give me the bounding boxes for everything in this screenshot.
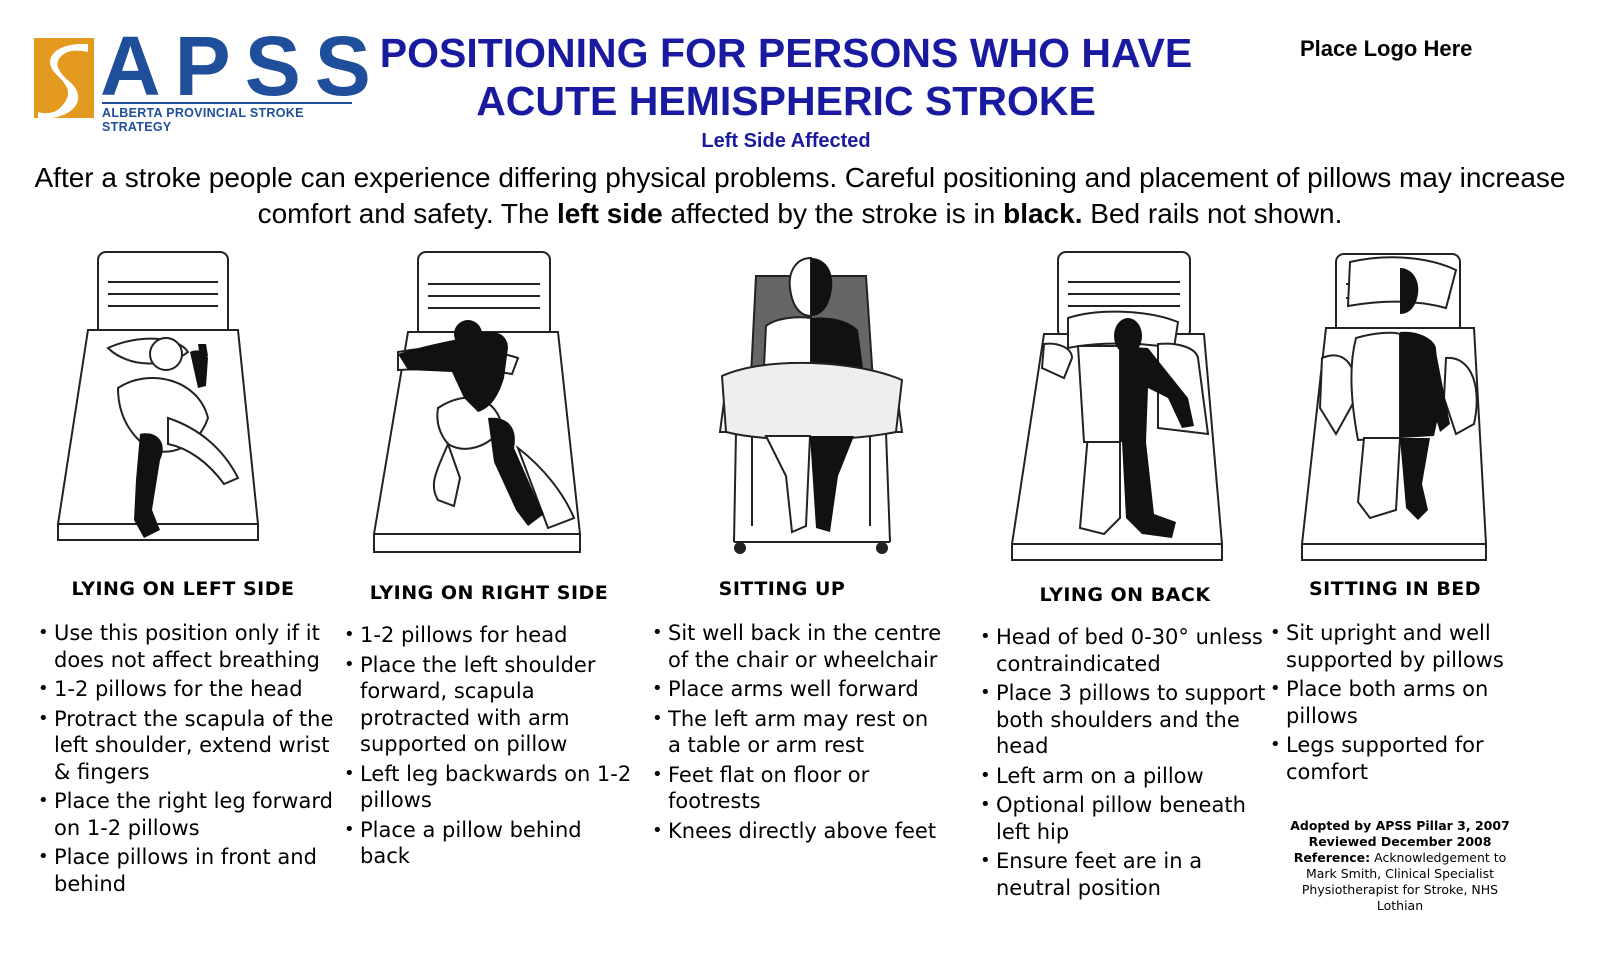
section-list: Head of bed 0-30° unless contraindicated… [980,624,1270,901]
bed-left-side-illustration-icon [56,251,260,541]
section-heading: LYING ON LEFT SIDE [71,578,295,600]
credits-reviewed: Reviewed December 2008 [1308,834,1492,849]
bed-right-side-illustration-icon [372,251,582,553]
intro-paragraph: After a stroke people can experience dif… [20,160,1580,232]
figure-sitting-up [706,256,916,556]
list-item: Place the left shoulder forward, scapula… [344,652,634,758]
page-title: POSITIONING FOR PERSONS WHO HAVE ACUTE H… [366,30,1206,154]
section-heading: SITTING UP [718,578,846,600]
title-line-2: ACUTE HEMISPHERIC STROKE [476,78,1096,124]
list-item: 1-2 pillows for head [344,622,634,649]
section-list: 1-2 pillows for head Place the left shou… [344,622,634,870]
list-item: Head of bed 0-30° unless contraindicated [980,624,1270,677]
list-item: Sit upright and well supported by pillow… [1270,620,1560,673]
list-item: Place 3 pillows to support both shoulder… [980,680,1270,760]
list-item: 1-2 pillows for the head [38,676,338,703]
list-item: Use this position only if it does not af… [38,620,338,673]
apss-s-mark-icon [34,38,94,118]
list-item: Optional pillow beneath left hip [980,792,1270,845]
section-sitting-in-bed: SITTING IN BED Sit upright and well supp… [1270,578,1560,788]
logo-rule [102,102,352,104]
list-item: Left leg backwards on 1-2 pillows [344,761,634,814]
credits-adopted: Adopted by APSS Pillar 3, 2007 [1290,818,1510,833]
list-item: Place both arms on pillows [1270,676,1560,729]
list-item: Feet flat on floor or footrests [652,762,942,815]
figure-lying-on-right-side [368,248,588,558]
section-lying-on-left-side: LYING ON LEFT SIDE Use this position onl… [38,578,338,900]
list-item: Sit well back in the centre of the chair… [652,620,942,673]
intro-text-2: affected by the stroke is in [662,198,1004,229]
list-item: Place arms well forward [652,676,942,703]
section-heading: SITTING IN BED [1308,578,1482,600]
section-lying-on-right-side: LYING ON RIGHT SIDE 1-2 pillows for head… [344,582,634,873]
credits-reference: Reference: Acknowledgement to Mark Smith… [1280,850,1520,914]
credits-ref-text: Acknowledgement to Mark Smith, Clinical … [1301,850,1507,913]
list-item: Ensure feet are in a neutral position [980,848,1270,901]
intro-text-3: Bed rails not shown. [1082,198,1343,229]
list-item: Knees directly above feet [652,818,942,845]
figure-sitting-in-bed [1296,248,1496,568]
figure-lying-on-back [1008,248,1228,568]
section-heading: LYING ON BACK [1039,584,1211,606]
figure-lying-on-left-side [48,248,268,548]
section-heading: LYING ON RIGHT SIDE [369,582,609,604]
title-line-1: POSITIONING FOR PERSONS WHO HAVE [379,30,1193,76]
credits-block: Adopted by APSS Pillar 3, 2007 Reviewed … [1280,818,1520,914]
intro-bold-1: left side [556,198,663,229]
section-sitting-up: SITTING UP Sit well back in the centre o… [652,578,942,847]
list-item: Place the right leg forward on 1-2 pillo… [38,788,338,841]
chair-sitting-illustration-icon [718,256,904,554]
section-list: Sit upright and well supported by pillow… [1270,620,1560,785]
apss-logo: APSS ALBERTA PROVINCIAL STROKE STRATEGY [28,24,371,134]
intro-bold-2: black. [1003,198,1083,229]
bed-back-illustration-icon [1010,251,1224,561]
logo-letters: APSS [100,19,385,113]
intro-text-1: After a stroke people can experience dif… [34,162,1566,229]
list-item: Protract the scapula of the left shoulde… [38,706,338,786]
list-item: Place a pillow behind back [344,817,634,870]
section-lying-on-back: LYING ON BACK Head of bed 0-30° unless c… [980,584,1270,904]
list-item: Left arm on a pillow [980,763,1270,790]
list-item: Place pillows in front and behind [38,844,338,897]
place-logo-text: Place Logo Here [1300,36,1473,61]
section-list: Sit well back in the centre of the chair… [652,620,942,844]
credits-ref-label: Reference: [1293,850,1371,865]
logo-subtitle: ALBERTA PROVINCIAL STROKE STRATEGY [102,106,304,134]
section-list: Use this position only if it does not af… [38,620,338,897]
title-line-3: Left Side Affected [701,130,871,152]
bed-sitting-illustration-icon [1300,253,1488,561]
list-item: Legs supported for comfort [1270,732,1560,785]
list-item: The left arm may rest on a table or arm … [652,706,942,759]
